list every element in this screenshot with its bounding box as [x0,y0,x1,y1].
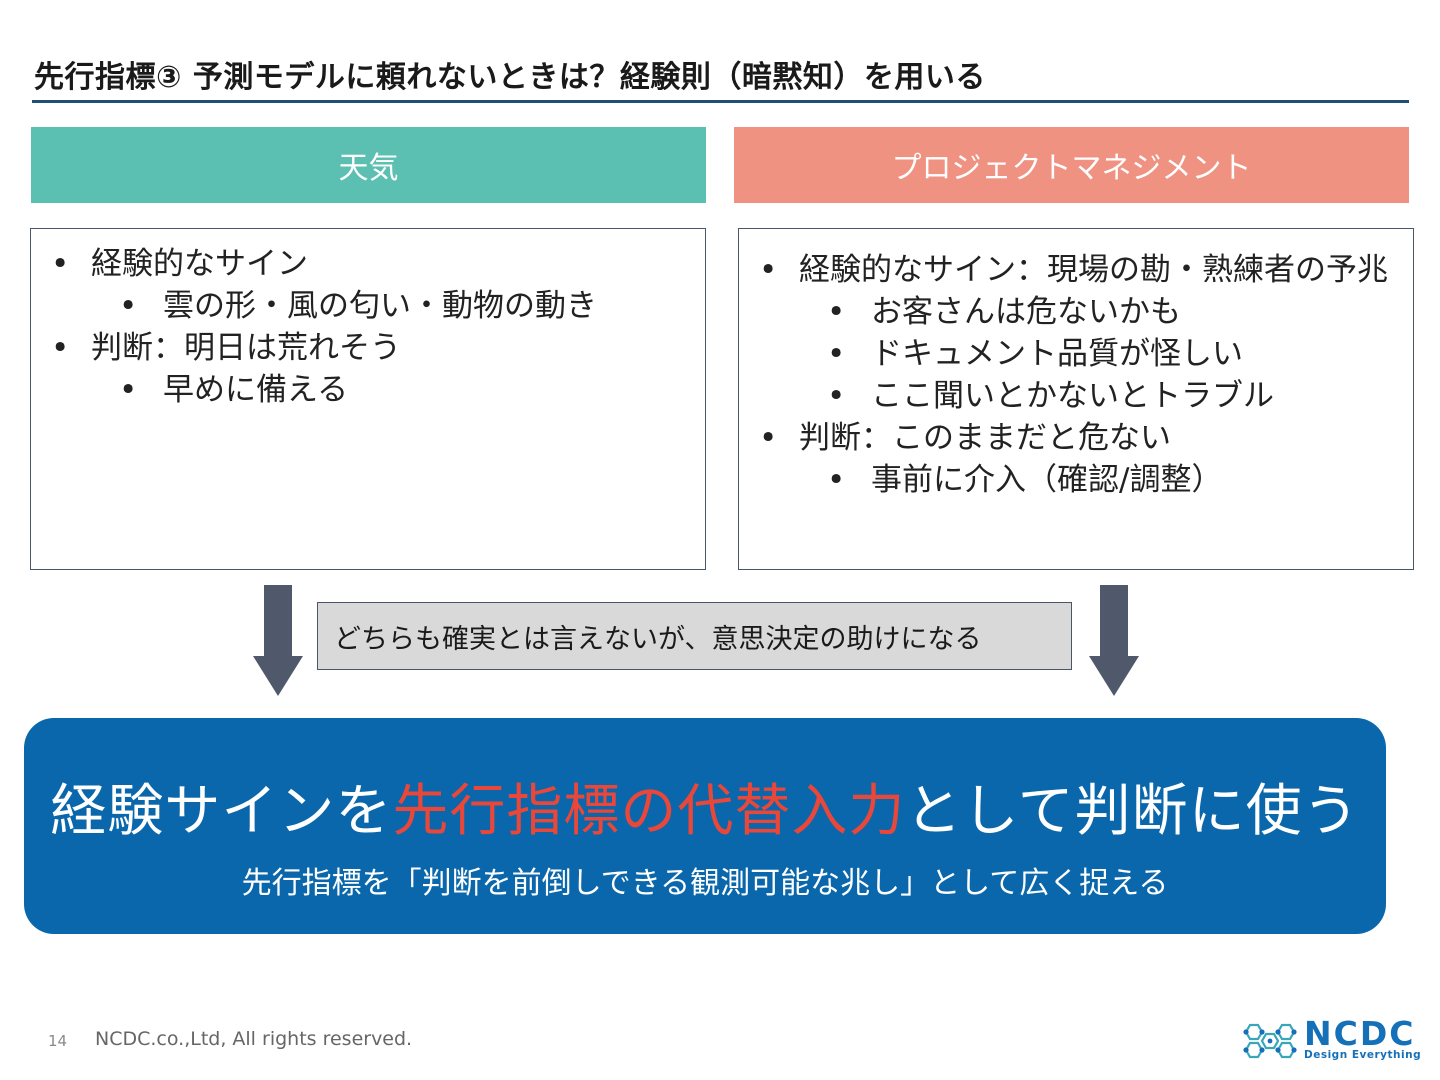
banner-main-highlight: 先行指標の代替入力 [392,779,906,844]
note-text: どちらも確実とは言えないが、意思決定の助けになる [334,623,982,655]
right-column-box: 経験的なサイン：現場の勘・熟練者の予兆 お客さんは危ないかも ドキュメント品質が… [738,228,1414,570]
page-number: 14 [48,1032,68,1050]
list-item: 経験的なサイン：現場の勘・熟練者の予兆 お客さんは危ないかも ドキュメント品質が… [757,249,1397,417]
down-arrow-left-icon [253,585,303,696]
right-column-header-label: プロジェクトマネジメント [891,151,1252,186]
logo-tagline: Design Everything [1304,1049,1422,1061]
list-item: 雲の形・風の匂い・動物の動き [91,285,691,327]
bullet-text: 経験的なサイン [91,246,308,282]
list-item: 判断：このままだと危ない 事前に介入（確認/調整） [757,417,1397,501]
right-column-header: プロジェクトマネジメント [734,127,1409,203]
sub-bullet-list: 早めに備える [91,369,691,411]
sub-bullet-list: 事前に介入（確認/調整） [799,459,1397,501]
banner-main-after: として判断に使う [905,779,1360,844]
sub-bullet-list: 雲の形・風の匂い・動物の動き [91,285,691,327]
left-column-header-label: 天気 [338,151,399,186]
down-arrow-right-icon [1089,585,1139,696]
list-item: 事前に介入（確認/調整） [799,459,1397,501]
banner-main-before: 経験サインを [50,779,393,844]
sub-bullet-list: お客さんは危ないかも ドキュメント品質が怪しい ここ聞いとかないとトラブル [799,291,1397,417]
title-rule [32,100,1409,103]
copyright-text: NCDC.co.,Ltd, All rights reserved. [95,1028,413,1050]
left-column-header: 天気 [31,127,706,203]
list-item: 経験的なサイン 雲の形・風の匂い・動物の動き [49,243,691,327]
banner-main-text: 経験サインを先行指標の代替入力として判断に使う [24,766,1386,847]
list-item: 早めに備える [91,369,691,411]
conclusion-banner: 経験サインを先行指標の代替入力として判断に使う 先行指標を「判断を前倒しできる観… [24,718,1386,934]
logo-wordmark: NCDC [1304,1014,1416,1053]
note-box: どちらも確実とは言えないが、意思決定の助けになる [317,602,1072,670]
left-bullet-list: 経験的なサイン 雲の形・風の匂い・動物の動き 判断：明日は荒れそう 早めに備える [49,243,691,411]
list-item: ドキュメント品質が怪しい [799,333,1397,375]
slide-title: 先行指標③ 予測モデルに頼れないときは？経験則（暗黙知）を用いる [34,60,986,95]
right-bullet-list: 経験的なサイン：現場の勘・熟練者の予兆 お客さんは危ないかも ドキュメント品質が… [757,249,1397,501]
bullet-text: 経験的なサイン：現場の勘・熟練者の予兆 [799,252,1388,288]
list-item: ここ聞いとかないとトラブル [799,375,1397,417]
bullet-text: 判断：明日は荒れそう [91,330,401,366]
list-item: お客さんは危ないかも [799,291,1397,333]
list-item: 判断：明日は荒れそう 早めに備える [49,327,691,411]
ncdc-logo: NCDC Design Everything [1238,1014,1421,1064]
left-column-box: 経験的なサイン 雲の形・風の匂い・動物の動き 判断：明日は荒れそう 早めに備える [30,228,706,570]
bullet-text: 判断：このままだと危ない [799,420,1171,456]
banner-sub-text: 先行指標を「判断を前倒しできる観測可能な兆し」として広く捉える [241,866,1169,901]
molecule-logo-icon [1243,1023,1297,1059]
